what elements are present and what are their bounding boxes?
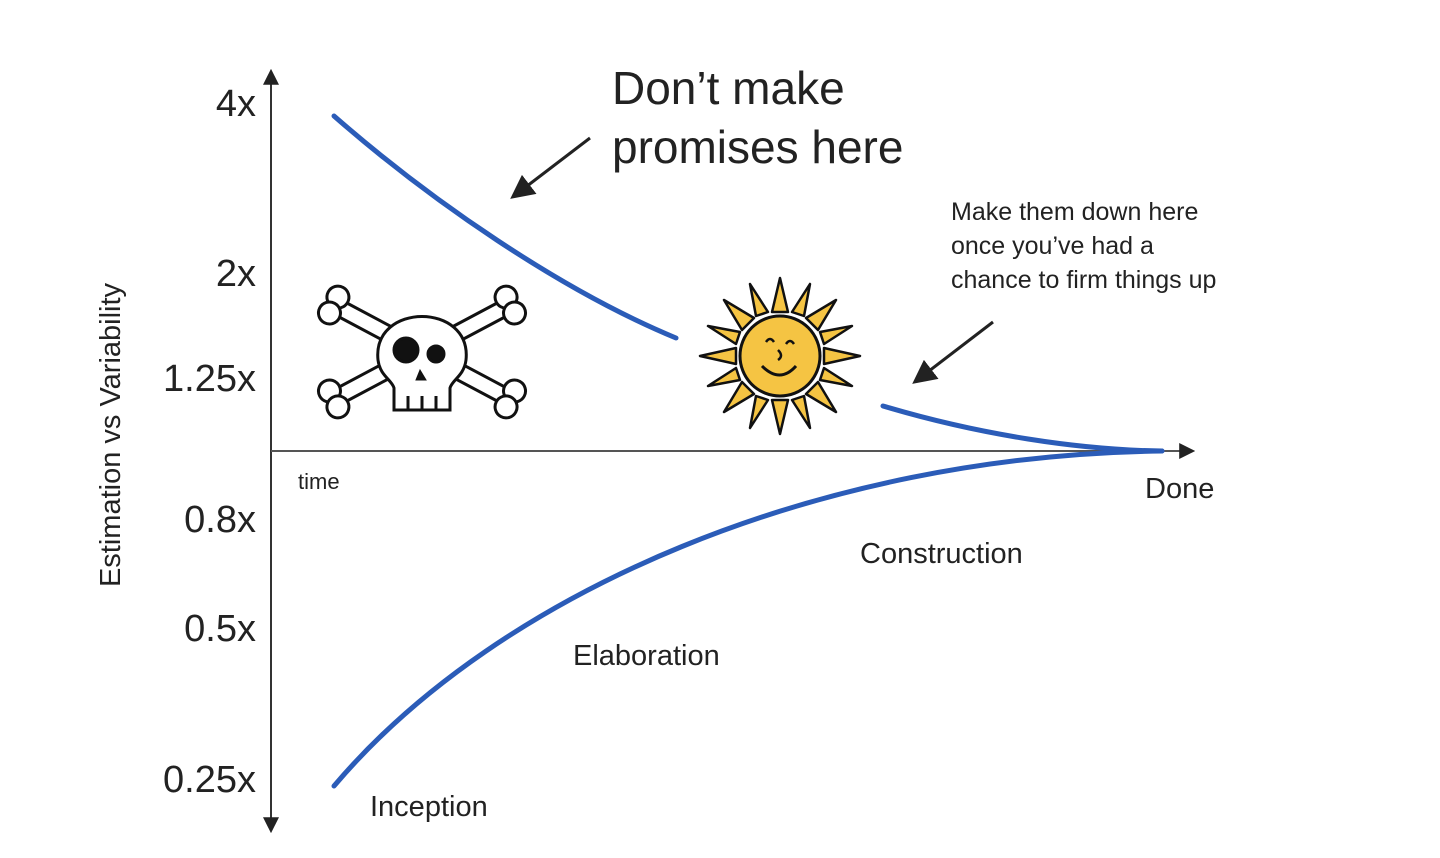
y-tick-label: 4x [216,83,256,125]
advice-callout-line-1: Make them down here [951,198,1198,226]
upper-curve-tail [880,403,1165,454]
phase-label-elaboration: Elaboration [573,640,720,672]
y-tick-label: 1.25x [163,358,256,400]
phase-label-inception: Inception [370,791,488,823]
x-axis-label: time [298,469,340,494]
warning-callout-line-2: promises here [612,121,903,173]
upper-curve [331,113,679,341]
phase-label-construction: Construction [860,538,1023,570]
advice-callout-line-2: once you’ve had a [951,232,1154,260]
done-label: Done [1145,473,1214,505]
y-tick-label: 0.8x [184,499,256,541]
advice-callout-line-3: chance to firm things up [951,266,1216,294]
lower-curve [331,448,1165,789]
y-axis-label: Estimation vs Variability [95,282,127,587]
warning-callout-line-1: Don’t make [612,62,845,114]
advice-arrow [912,320,994,384]
y-tick-label: 0.25x [163,759,256,801]
warning-arrow [510,136,591,199]
y-tick-label: 2x [216,253,256,295]
skull-crossbones-icon [316,284,528,420]
smiling-sun-icon [698,276,862,436]
y-tick-label: 0.5x [184,608,256,650]
